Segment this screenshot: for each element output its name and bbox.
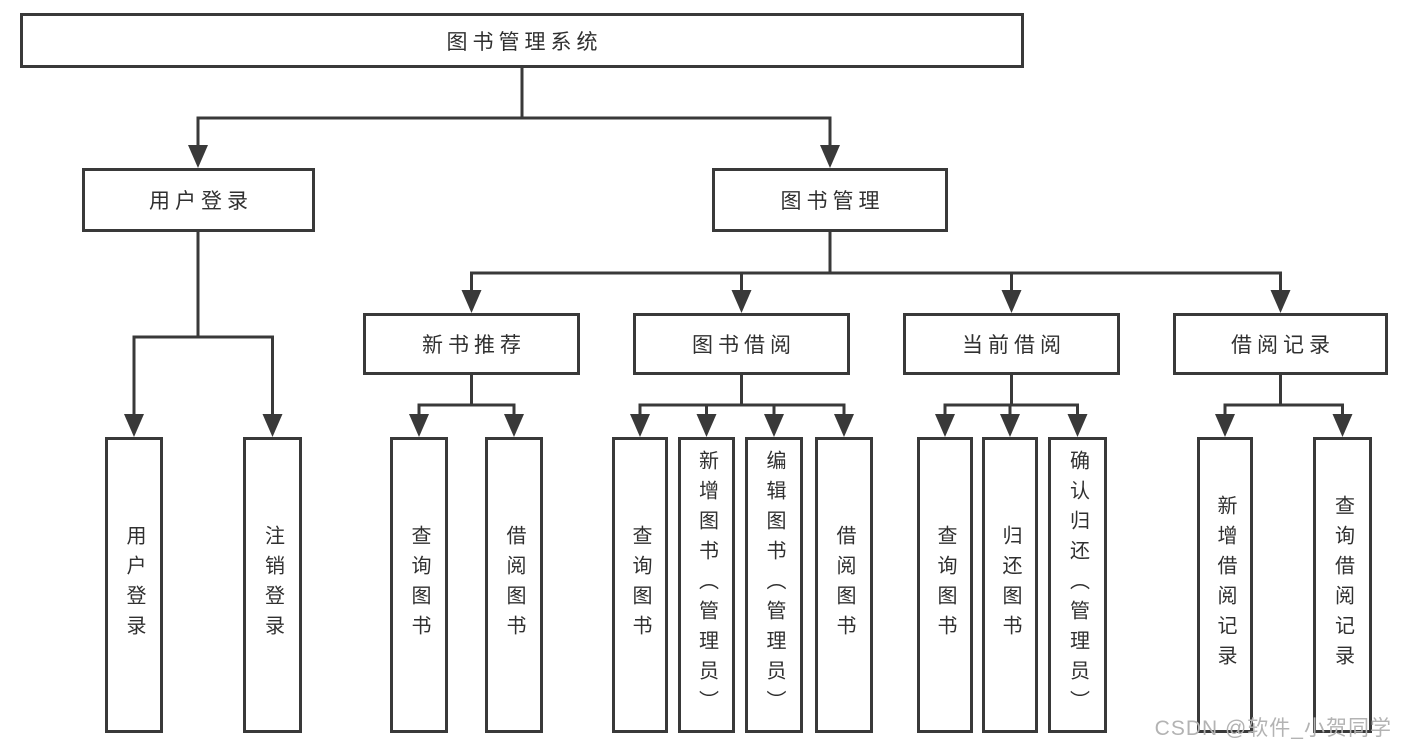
node-leaf-return-books-label: 归还图书 — [999, 525, 1021, 645]
node-leaf-borrow-books-2-label: 借阅图书 — [833, 525, 855, 645]
node-new-book-recommend: 新书推荐 — [363, 313, 580, 375]
arrowheads — [124, 145, 1353, 437]
node-root-label: 图书管理系统 — [446, 30, 603, 54]
node-leaf-query-borrow-record: 查询借阅记录 — [1313, 437, 1372, 733]
node-leaf-logout: 注销登录 — [243, 437, 302, 733]
node-leaf-query-books-1: 查询图书 — [390, 437, 448, 733]
node-leaf-confirm-return-admin-label: 确认归还（管理员） — [1066, 450, 1089, 720]
node-leaf-query-books-3: 查询图书 — [917, 437, 973, 733]
node-leaf-query-borrow-record-label: 查询借阅记录 — [1331, 495, 1354, 675]
node-new-book-recommend-label: 新书推荐 — [422, 334, 526, 357]
node-leaf-borrow-books-1: 借阅图书 — [485, 437, 543, 733]
node-leaf-edit-books-admin-label: 编辑图书（管理员） — [763, 450, 785, 720]
node-root: 图书管理系统 — [20, 13, 1024, 68]
node-leaf-query-books-2-label: 查询图书 — [629, 525, 651, 645]
node-borrow-record-label: 借阅记录 — [1231, 334, 1335, 357]
node-leaf-add-books-admin-label: 新增图书（管理员） — [695, 450, 718, 720]
node-leaf-return-books: 归还图书 — [982, 437, 1038, 733]
node-leaf-borrow-books-1-label: 借阅图书 — [503, 525, 525, 645]
node-book-management-label: 图书管理 — [780, 190, 885, 213]
node-leaf-edit-books-admin: 编辑图书（管理员） — [745, 437, 803, 733]
csdn-watermark: CSDN @软件_小贺同学 — [1154, 717, 1392, 740]
node-borrow-record: 借阅记录 — [1173, 313, 1388, 375]
node-leaf-add-borrow-record-label: 新增借阅记录 — [1214, 495, 1236, 675]
node-book-borrow-label: 图书借阅 — [692, 334, 796, 357]
node-leaf-confirm-return-admin: 确认归还（管理员） — [1048, 437, 1107, 733]
node-user-login: 用户登录 — [82, 168, 315, 232]
node-leaf-borrow-books-2: 借阅图书 — [815, 437, 873, 733]
node-leaf-user-login: 用户登录 — [105, 437, 163, 733]
node-leaf-query-books-2: 查询图书 — [612, 437, 668, 733]
node-leaf-query-books-1-label: 查询图书 — [408, 525, 430, 645]
node-leaf-add-books-admin: 新增图书（管理员） — [678, 437, 735, 733]
node-user-login-label: 用户登录 — [149, 190, 253, 213]
node-leaf-add-borrow-record: 新增借阅记录 — [1197, 437, 1253, 733]
node-leaf-logout-label: 注销登录 — [261, 525, 284, 645]
node-leaf-user-login-label: 用户登录 — [123, 525, 145, 645]
node-book-borrow: 图书借阅 — [633, 313, 850, 375]
node-leaf-query-books-3-label: 查询图书 — [934, 525, 956, 645]
node-current-borrow-label: 当前借阅 — [962, 334, 1066, 357]
node-book-management: 图书管理 — [712, 168, 948, 232]
node-current-borrow: 当前借阅 — [903, 313, 1120, 375]
